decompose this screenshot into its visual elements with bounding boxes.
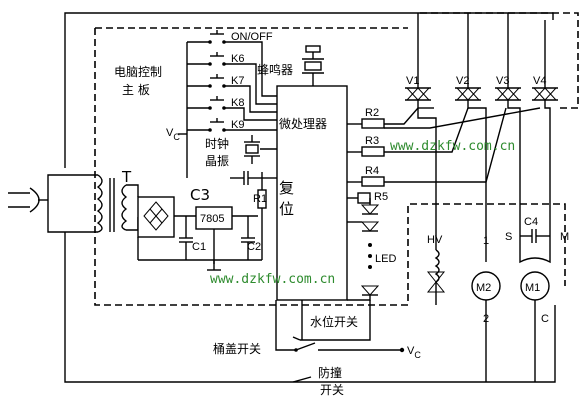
power-plug <box>8 174 98 233</box>
watermark-top: www.dzkfw.com.cn <box>390 139 515 154</box>
label-v1: V1 <box>406 75 419 87</box>
regulator-section: 7805 C1 C2 C3 <box>138 186 262 271</box>
label-on-off: ON/OFF <box>231 31 273 43</box>
label-c4: C4 <box>524 216 538 228</box>
label-mcu: 微处理器 <box>279 117 327 131</box>
label-t: T <box>121 168 132 186</box>
label-reset-line1: 复 <box>279 179 294 197</box>
label-c2: C2 <box>247 241 261 253</box>
capacitor-c4: C4 S M <box>505 216 569 243</box>
label-n2: 2 <box>483 313 489 325</box>
label-v3: V3 <box>496 75 509 87</box>
outer-wiring <box>64 12 579 383</box>
label-n1: 1 <box>483 235 489 247</box>
clock-crystal: 时钟 晶振 R1 <box>205 135 277 260</box>
label-s: S <box>505 231 512 243</box>
transformer-t: T <box>96 168 132 233</box>
label-v2: V2 <box>456 75 469 87</box>
label-r5: R5 <box>374 191 388 203</box>
label-7805: 7805 <box>200 213 224 225</box>
switch-column: ON/OFF K6 K7 K8 K9 VC 电脑控制 主 板 <box>114 30 277 178</box>
resistor-network: R2 R3 R4 R5 <box>347 107 541 204</box>
bottom-switches: 水位开关 桶盖开关 VC 防撞 开关 <box>213 300 421 397</box>
label-water-switch: 水位开关 <box>310 314 358 329</box>
label-c1: C1 <box>192 241 206 253</box>
motor-m2: M2 1 2 <box>471 235 501 382</box>
triac-array: V1 V2 V3 V4 <box>405 13 558 262</box>
label-anti-line2: 开关 <box>320 383 344 397</box>
label-m: M <box>560 231 569 243</box>
watermark-bottom: www.dzkfw.com.cn <box>210 272 335 287</box>
label-r3: R3 <box>365 135 379 147</box>
label-k6: K6 <box>231 53 244 65</box>
motor-m1: M1 C <box>519 236 551 382</box>
label-k9: K9 <box>231 119 244 131</box>
label-hv: HV <box>427 234 443 246</box>
label-led: LED <box>375 253 396 265</box>
label-board-line1: 电脑控制 <box>114 65 162 79</box>
label-clock-line2: 晶振 <box>205 154 229 168</box>
label-buzzer: 蜂鸣器 <box>257 62 293 77</box>
label-reset-line2: 位 <box>279 200 294 218</box>
label-r1: R1 <box>253 193 267 205</box>
label-c3: C3 <box>190 186 210 204</box>
label-v4: V4 <box>533 75 546 87</box>
label-m2: M2 <box>476 282 491 294</box>
label-k8: K8 <box>231 97 244 109</box>
buzzer: 蜂鸣器 <box>257 45 324 86</box>
hv-valve: HV <box>426 234 446 305</box>
label-clock-line1: 时钟 <box>205 136 229 151</box>
label-anti-line1: 防撞 <box>318 365 342 380</box>
label-r4: R4 <box>365 165 379 177</box>
label-board-line2: 主 板 <box>122 83 150 97</box>
label-k7: K7 <box>231 75 244 87</box>
label-lid-switch: 桶盖开关 <box>213 341 261 356</box>
label-c-term: C <box>541 313 549 325</box>
bridge-rectifier <box>126 184 196 260</box>
microprocessor: 微处理器 复 位 <box>276 85 348 301</box>
label-vc-bottom: VC <box>407 345 421 360</box>
label-vc-left: VC <box>166 127 180 142</box>
led-column: LED <box>347 198 396 301</box>
label-r2: R2 <box>365 107 379 119</box>
label-m1: M1 <box>525 282 540 294</box>
